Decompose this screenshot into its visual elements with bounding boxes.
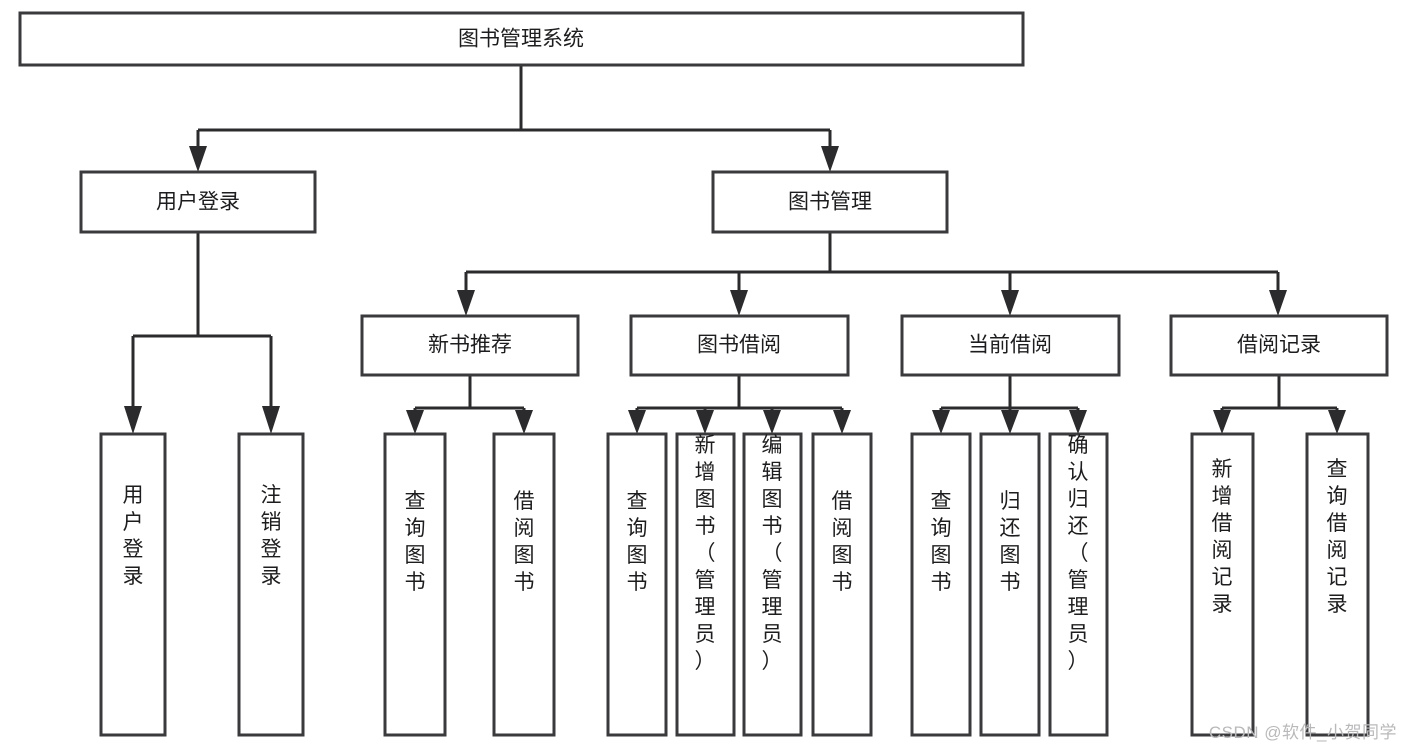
leaf-book-borrow-3-box[interactable] [811,432,873,737]
leaf-current-borrow-1-label: 归还图书 [1000,490,1021,594]
leaf-current-borrow-0[interactable]: 查询图书 [910,432,972,737]
arrow-new-book-leaf-2 [515,410,533,434]
arrow-current-borrow-leaf-1 [932,410,950,434]
node-root-system-label: 图书管理系统 [458,28,584,51]
arrow-book-mgmt-to-record [1269,290,1287,316]
leaf-user-login-0[interactable]: 用户登录 [99,432,167,737]
arrow-book-mgmt-to-current [1001,290,1019,316]
leaf-user-login-0-box[interactable] [99,432,167,737]
arrow-borrow-record-leaf-1 [1213,410,1231,434]
arrow-book-mgmt-to-new-book [457,290,475,316]
node-root-system[interactable]: 图书管理系统 [18,11,1025,67]
node-root-system-box[interactable] [18,11,1025,67]
node-book-management[interactable]: 图书管理 [711,170,949,234]
leaf-current-borrow-1-box[interactable] [979,432,1041,737]
node-book-management-label: 图书管理 [788,191,872,214]
arrow-user-login-leaf-1 [124,406,142,434]
arrow-book-borrow-leaf-1 [628,410,646,434]
node-borrow-record[interactable]: 借阅记录 [1169,314,1389,377]
node-current-borrow-label: 当前借阅 [968,334,1052,357]
leaf-current-borrow-1[interactable]: 归还图书 [979,432,1041,737]
arrow-current-borrow-leaf-3 [1069,410,1087,434]
leaf-book-borrow-0[interactable]: 查询图书 [606,432,668,737]
leaf-new-book-recommend-0-box[interactable] [383,432,447,737]
leaf-user-login-1-label: 注销登录 [261,484,282,588]
leaf-new-book-recommend-0-label: 查询图书 [405,490,426,594]
leaf-borrow-record-1[interactable]: 查询借阅记录 [1305,432,1370,737]
arrow-borrow-record-leaf-2 [1328,410,1346,434]
arrow-book-borrow-leaf-3 [763,410,781,434]
leaf-book-borrow-1-label: 新增图书（管理员） [695,434,716,673]
leaf-user-login-0-label: 用户登录 [123,484,144,588]
leaf-book-borrow-2-label: 编辑图书（管理员） [762,434,783,673]
node-borrow-record-label: 借阅记录 [1237,334,1321,357]
leaf-book-borrow-1-box[interactable] [675,432,736,737]
arrow-book-borrow-leaf-2 [696,410,714,434]
node-borrow-record-box[interactable] [1169,314,1389,377]
leaf-new-book-recommend-1-label: 借阅图书 [514,490,535,594]
node-book-borrow-box[interactable] [629,314,850,377]
leaf-user-login-1[interactable]: 注销登录 [237,432,305,737]
leaf-new-book-recommend-1-box[interactable] [492,432,556,737]
arrow-user-login-leaf-2 [262,406,280,434]
node-new-book-recommend-label: 新书推荐 [428,334,512,357]
arrow-book-mgmt-to-borrow [730,290,748,316]
node-current-borrow-box[interactable] [900,314,1121,377]
leaf-borrow-record-1-label: 查询借阅记录 [1327,458,1348,616]
leaf-current-borrow-0-box[interactable] [910,432,972,737]
leaf-borrow-record-1-box[interactable] [1305,432,1370,737]
leaf-book-borrow-3-label: 借阅图书 [832,490,853,594]
leaf-book-borrow-2-box[interactable] [742,432,803,737]
leaf-book-borrow-3[interactable]: 借阅图书 [811,432,873,737]
arrow-root-to-book-mgmt [821,146,839,172]
node-new-book-recommend[interactable]: 新书推荐 [360,314,580,377]
leaf-current-borrow-2-box[interactable] [1048,432,1109,737]
arrow-new-book-leaf-1 [406,410,424,434]
leaf-new-book-recommend-0[interactable]: 查询图书 [383,432,447,737]
node-book-borrow-label: 图书借阅 [697,334,781,357]
node-user-login-label: 用户登录 [156,191,240,214]
node-book-management-box[interactable] [711,170,949,234]
leaf-new-book-recommend-1[interactable]: 借阅图书 [492,432,556,737]
leaf-user-login-1-box[interactable] [237,432,305,737]
leaf-borrow-record-0-label: 新增借阅记录 [1212,458,1233,616]
arrow-root-to-user-login [189,146,207,172]
node-user-login-box[interactable] [79,170,317,234]
node-user-login[interactable]: 用户登录 [79,170,317,234]
leaf-borrow-record-0-box[interactable] [1190,432,1255,737]
leaf-book-borrow-0-box[interactable] [606,432,668,737]
arrow-book-borrow-leaf-4 [833,410,851,434]
leaf-book-borrow-1[interactable]: 新增图书（管理员） [675,432,736,737]
arrow-current-borrow-leaf-2 [1001,410,1019,434]
connector-layer [124,65,1346,434]
leaf-current-borrow-2-label: 确认归还（管理员） [1068,434,1089,673]
leaf-current-borrow-2[interactable]: 确认归还（管理员） [1048,432,1109,737]
node-book-borrow[interactable]: 图书借阅 [629,314,850,377]
leaf-book-borrow-0-label: 查询图书 [627,490,648,594]
leaf-book-borrow-2[interactable]: 编辑图书（管理员） [742,432,803,737]
node-current-borrow[interactable]: 当前借阅 [900,314,1121,377]
node-new-book-recommend-box[interactable] [360,314,580,377]
leaf-current-borrow-0-label: 查询图书 [931,490,952,594]
leaf-borrow-record-0[interactable]: 新增借阅记录 [1190,432,1255,737]
